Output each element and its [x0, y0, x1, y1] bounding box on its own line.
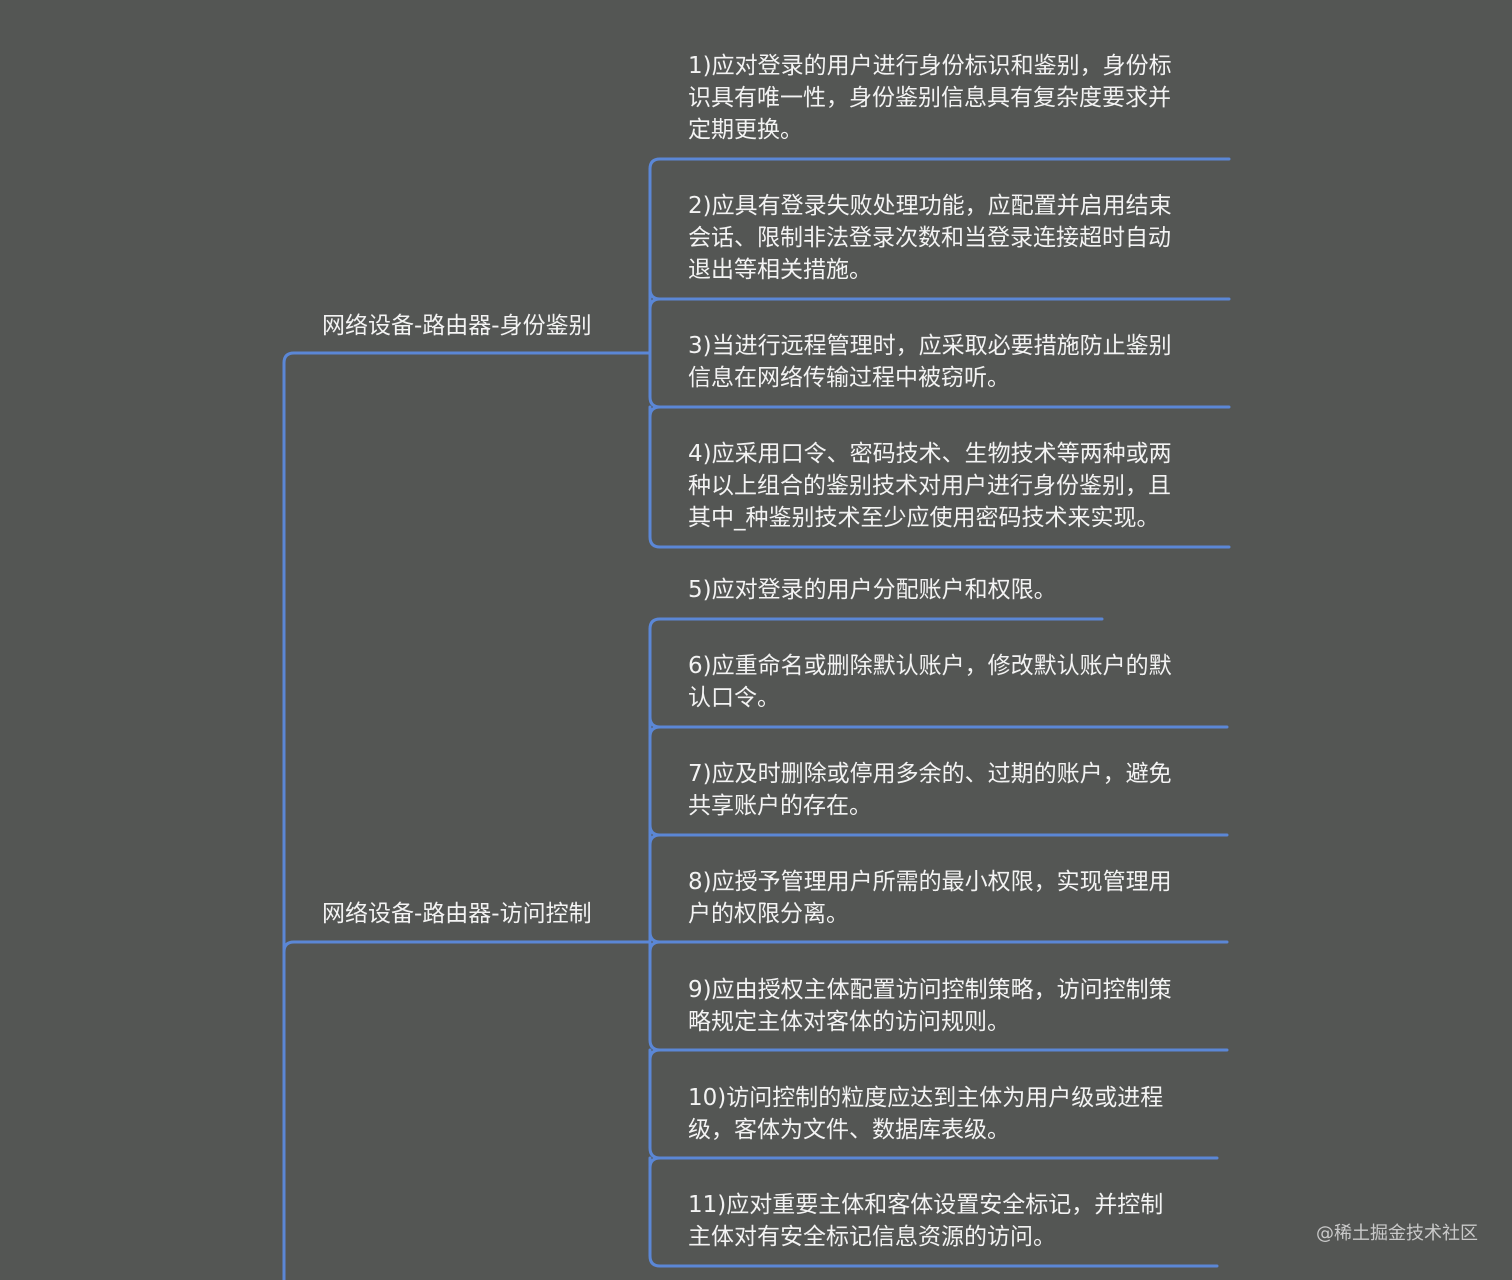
item-text-line: 9)应由授权主体配置访问控制策略，访问控制策 [688, 977, 1172, 1003]
item-text: 8)应授予管理用户所需的最小权限，实现管理用户的权限分离。 [688, 866, 1172, 930]
item-joint [648, 297, 662, 310]
item-joint [648, 725, 662, 738]
item-text-line: 信息在网络传输过程中被窃听。 [688, 365, 1010, 391]
item-joint [648, 833, 662, 846]
item-underline [648, 1166, 1219, 1268]
item-joint [648, 1048, 662, 1061]
item-text-line: 2)应具有登录失败处理功能，应配置并启用结束 [688, 193, 1172, 219]
item-text-line: 10)访问控制的粒度应达到主体为用户级或进程 [688, 1085, 1164, 1111]
item-text: 3)当进行远程管理时，应采取必要措施防止鉴别信息在网络传输过程中被窃听。 [688, 330, 1172, 394]
item-text-line: 会话、限制非法登录次数和当登录连接超时自动 [688, 225, 1171, 251]
item-underline [648, 157, 1231, 171]
item-joint [648, 405, 662, 418]
item-text-line: 6)应重命名或删除默认账户，修改默认账户的默 [688, 653, 1172, 679]
item-text: 7)应及时删除或停用多余的、过期的账户，避免共享账户的存在。 [688, 758, 1172, 822]
item-text-line: 11)应对重要主体和客体设置安全标记，并控制 [688, 1192, 1164, 1218]
item-text: 11)应对重要主体和客体设置安全标记，并控制主体对有安全标记信息资源的访问。 [688, 1189, 1163, 1253]
item-text-line: 种以上组合的鉴别技术对用户进行身份鉴别，且 [688, 473, 1171, 499]
item-text-line: 7)应及时删除或停用多余的、过期的账户，避免 [688, 761, 1172, 787]
item-text-line: 其中_种鉴别技术至少应使用密码技术来实现。 [688, 505, 1160, 531]
item-text: 10)访问控制的粒度应达到主体为用户级或进程级，客体为文件、数据库表级。 [688, 1082, 1163, 1146]
item-text-line: 8)应授予管理用户所需的最小权限，实现管理用 [688, 869, 1172, 895]
item-text: 2)应具有登录失败处理功能，应配置并启用结束会话、限制非法登录次数和当登录连接超… [688, 190, 1172, 286]
watermark: @稀土掘金技术社区 [1316, 1223, 1478, 1244]
item-text-line: 户的权限分离。 [688, 901, 849, 927]
branch-label: 网络设备-路由器-访问控制 [322, 901, 592, 927]
item-text-line: 1)应对登录的用户进行身份标识和鉴别，身份标 [688, 53, 1172, 79]
item-text-line: 3)当进行远程管理时，应采取必要措施防止鉴别 [688, 333, 1172, 359]
item-text-line: 略规定主体对客体的访问规则。 [688, 1009, 1010, 1035]
item-text-line: 退出等相关措施。 [688, 257, 872, 283]
item-text: 5)应对登录的用户分配账户和权限。 [688, 574, 1057, 606]
item-underline [648, 617, 1104, 631]
trunk-line [282, 351, 652, 1280]
item-text: 4)应采用口令、密码技术、生物技术等两种或两种以上组合的鉴别技术对用户进行身份鉴… [688, 438, 1172, 534]
item-joint [648, 1156, 662, 1169]
item-text-line: 主体对有安全标记信息资源的访问。 [688, 1224, 1056, 1250]
item-text: 6)应重命名或删除默认账户，修改默认账户的默认口令。 [688, 650, 1172, 714]
item-text-line: 级，客体为文件、数据库表级。 [688, 1117, 1010, 1143]
item-text: 1)应对登录的用户进行身份标识和鉴别，身份标识具有唯一性，身份鉴别信息具有复杂度… [688, 50, 1172, 146]
item-underline [648, 415, 1231, 549]
item-text-line: 定期更换。 [688, 117, 803, 143]
item-text-line: 5)应对登录的用户分配账户和权限。 [688, 577, 1057, 603]
item-text-line: 认口令。 [688, 685, 780, 711]
item-text-line: 共享账户的存在。 [688, 793, 872, 819]
item-joint [648, 940, 662, 953]
item-text-line: 识具有唯一性，身份鉴别信息具有复杂度要求并 [688, 85, 1171, 111]
branch-connector [282, 940, 652, 954]
item-text-line: 4)应采用口令、密码技术、生物技术等两种或两 [688, 441, 1172, 467]
branch-label: 网络设备-路由器-身份鉴别 [322, 313, 592, 339]
item-text: 9)应由授权主体配置访问控制策略，访问控制策略规定主体对客体的访问规则。 [688, 974, 1172, 1038]
